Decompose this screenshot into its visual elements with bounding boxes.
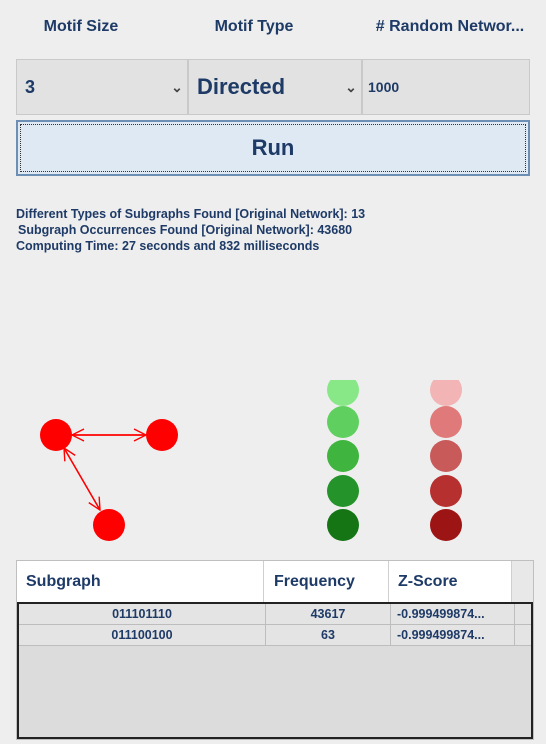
motif-type-header: Motif Type (214, 18, 294, 35)
green-scale-legend (327, 380, 359, 541)
table-header: Subgraph Frequency Z-Score (17, 561, 513, 603)
motif-node (93, 509, 125, 541)
subgraph-types-text: Different Types of Subgraphs Found [Orig… (16, 207, 366, 221)
run-button[interactable]: Run (16, 120, 530, 176)
motif-node (146, 419, 178, 451)
green-scale-swatch (327, 509, 359, 541)
subgraph-cell: 011101110 (19, 604, 266, 624)
run-button-label: Run (251, 135, 295, 160)
red-scale-swatch (430, 509, 462, 541)
column-header-z-score[interactable]: Z-Score (389, 561, 513, 602)
motif-size-select[interactable]: 3 ⌄ (16, 59, 188, 115)
red-scale-swatch (430, 475, 462, 507)
motif-node (40, 419, 72, 451)
motif-size-value: 3 (25, 76, 36, 97)
results-summary: Different Types of Subgraphs Found [Orig… (16, 206, 536, 254)
subgraph-cell: 011100100 (19, 625, 266, 645)
motif-type-value: Directed (197, 74, 286, 99)
motif-visualization (40, 380, 462, 541)
z-score-cell: -0.999499874... (391, 625, 515, 645)
red-scale-legend (430, 380, 462, 541)
table-row[interactable]: 011101110 43617 -0.999499874... (19, 604, 531, 625)
red-scale-swatch (430, 406, 462, 438)
random-networks-value: 1000 (368, 79, 400, 95)
random-networks-header: # Random Networ... (375, 18, 525, 35)
subgraph-occurrences-text: Subgraph Occurrences Found [Original Net… (18, 223, 353, 237)
green-scale-swatch (327, 475, 359, 507)
motif-edge (63, 447, 100, 510)
table-row[interactable]: 011100100 63 -0.999499874... (19, 625, 531, 646)
scrollbar-corner[interactable] (511, 561, 533, 602)
green-scale-swatch (327, 406, 359, 438)
motif-type-select[interactable]: Directed ⌄ (188, 59, 362, 115)
column-header-frequency[interactable]: Frequency (264, 561, 389, 602)
green-scale-swatch (327, 380, 359, 406)
motif-graph (40, 419, 178, 541)
random-networks-input[interactable]: 1000 (362, 59, 530, 115)
red-scale-swatch (430, 380, 462, 406)
frequency-cell: 43617 (266, 604, 391, 624)
results-table: Subgraph Frequency Z-Score 011101110 436… (16, 560, 534, 740)
chevron-down-icon: ⌄ (345, 78, 357, 95)
motif-size-header: Motif Size (43, 18, 119, 35)
z-score-cell: -0.999499874... (391, 604, 515, 624)
computing-time-text: Computing Time: 27 seconds and 832 milli… (16, 239, 320, 253)
chevron-down-icon: ⌄ (171, 78, 183, 95)
column-header-subgraph[interactable]: Subgraph (17, 561, 264, 602)
table-body[interactable]: 011101110 43617 -0.999499874... 01110010… (17, 602, 533, 739)
red-scale-swatch (430, 440, 462, 472)
frequency-cell: 63 (266, 625, 391, 645)
green-scale-swatch (327, 440, 359, 472)
